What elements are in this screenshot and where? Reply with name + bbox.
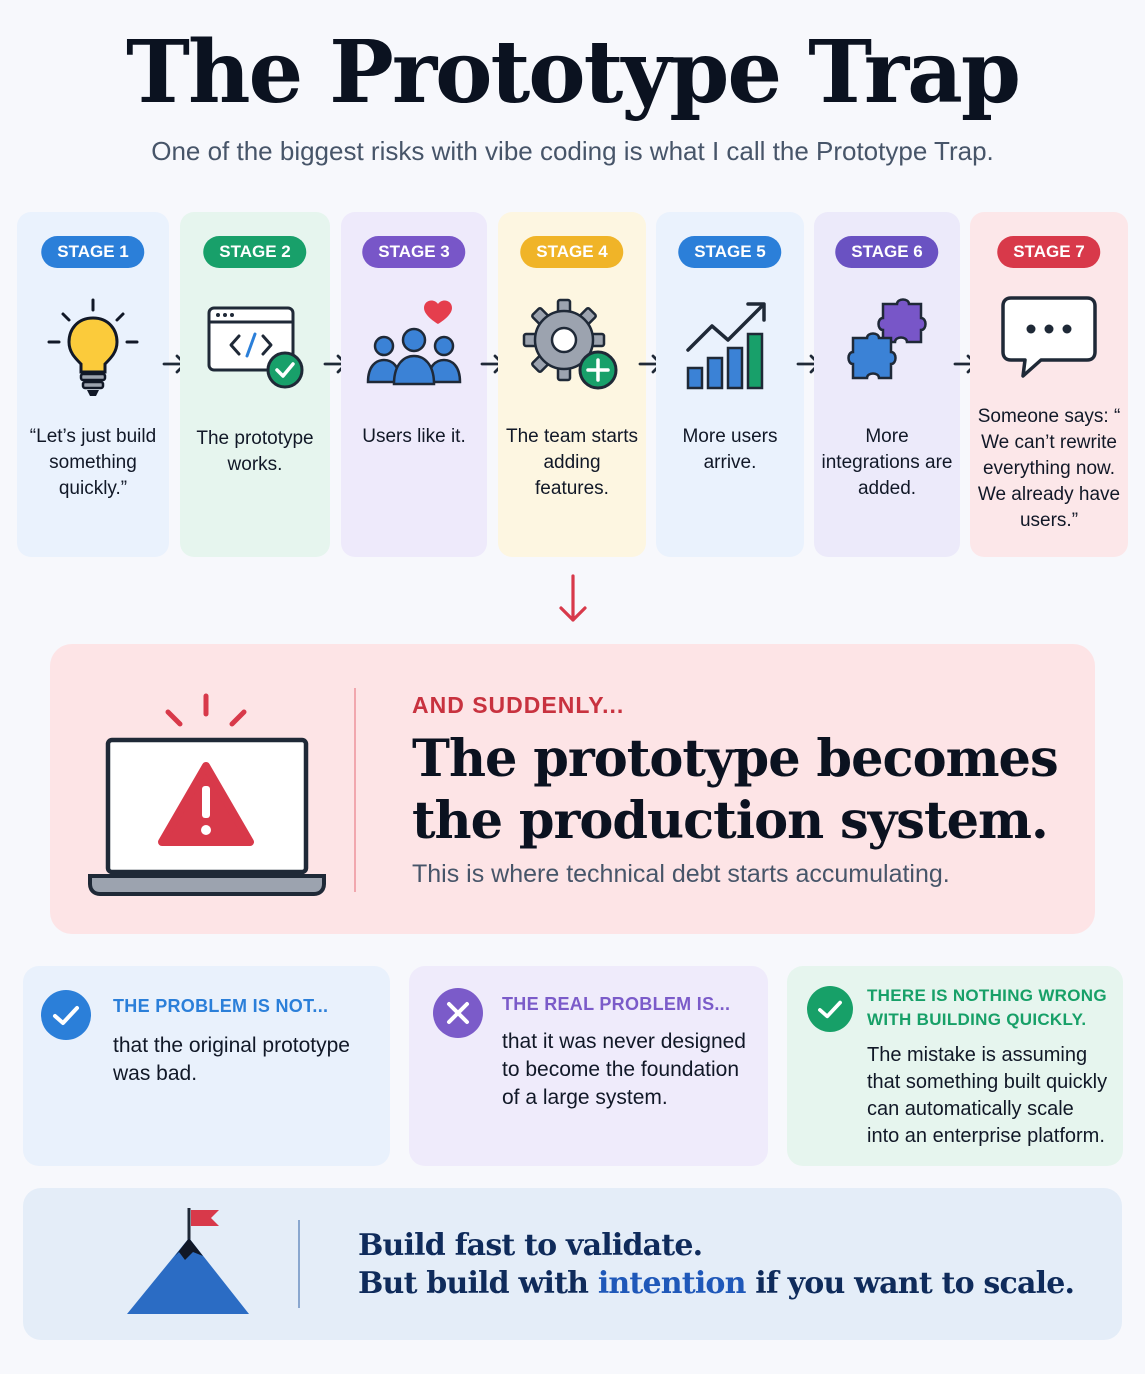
- card-nothing-wrong: THERE IS NOTHING WRONG WITH BUILDING QUI…: [787, 966, 1123, 1166]
- card-real-problem: THE REAL PROBLEM IS... that it was never…: [409, 966, 768, 1166]
- lightbulb-icon: [47, 298, 139, 396]
- sudden-label: AND SUDDENLY...: [412, 692, 625, 718]
- bottom-banner: Build fast to validate. But build with i…: [23, 1188, 1122, 1340]
- divider: [354, 688, 356, 892]
- stage-badge: STAGE 5: [678, 236, 782, 268]
- growth-chart-icon: [686, 302, 766, 390]
- stage-badge: STAGE 7: [997, 236, 1101, 268]
- line2-after: if you want to scale.: [745, 1266, 1075, 1301]
- stage-text: Users like it.: [362, 426, 466, 447]
- mountain-flag-icon: [127, 1208, 249, 1314]
- bottom-line-2: But build with intention if you want to …: [358, 1266, 1075, 1301]
- stage-text: Someone says: “ We can’t rewrite everyth…: [977, 406, 1121, 531]
- laptop-warning-icon: [88, 693, 326, 896]
- gear-plus-icon: [522, 298, 618, 390]
- sudden-panel: AND SUDDENLY... The prototype becomes th…: [50, 644, 1095, 934]
- bottom-line-1: Build fast to validate.: [358, 1228, 703, 1263]
- sudden-subtext: This is where technical debt starts accu…: [412, 860, 950, 888]
- card-text: The mistake is assuming that something b…: [867, 1044, 1108, 1147]
- stage-text: More users arrive.: [682, 426, 778, 473]
- stage-card-2: STAGE 2 The prototype works.: [180, 212, 330, 557]
- headline-line-2: the production system.: [412, 791, 1049, 851]
- users-heart-icon: [366, 300, 462, 386]
- stage-badge: STAGE 6: [835, 236, 939, 268]
- chat-bubble-icon: [1001, 296, 1097, 378]
- stage-card-1: STAGE 1 “Let’s just build something quic…: [17, 212, 169, 557]
- stage-badge: STAGE 1: [41, 236, 145, 268]
- code-window-check-icon: [207, 306, 304, 389]
- line2-before: But build with: [358, 1266, 598, 1301]
- divider: [298, 1220, 300, 1308]
- stage-card-6: STAGE 6 More integrations are added.: [814, 212, 960, 557]
- card-text: that the original prototype was bad.: [113, 1034, 350, 1085]
- puzzle-icon: [847, 298, 927, 380]
- card-label: THE REAL PROBLEM IS...: [502, 994, 731, 1014]
- stage-card-5: STAGE 5 More users arrive.: [656, 212, 804, 557]
- sudden-headline: The prototype becomes the production sys…: [412, 728, 1072, 852]
- card-text: that it was never designed to become the…: [502, 1030, 746, 1109]
- stage-text: More integrations are added.: [821, 426, 953, 499]
- card-label: THE PROBLEM IS NOT...: [113, 996, 329, 1016]
- stage-text: The prototype works.: [196, 428, 314, 475]
- check-circle-icon: [807, 986, 853, 1032]
- arrow-down-icon: [559, 574, 587, 622]
- stage-card-3: STAGE 3 Users like it.: [341, 212, 487, 557]
- stage-text: The team starts adding features.: [506, 426, 638, 499]
- stage-card-4: STAGE 4 The team starts adding features.: [498, 212, 646, 557]
- check-circle-icon: [41, 990, 91, 1040]
- stage-badge: STAGE 4: [520, 236, 624, 268]
- headline-line-1: The prototype becomes: [412, 729, 1059, 789]
- page-subtitle: One of the biggest risks with vibe codin…: [151, 136, 994, 166]
- stage-text: “Let’s just build something quickly.”: [29, 426, 157, 499]
- line2-accent: intention: [597, 1266, 747, 1301]
- card-problem-not: THE PROBLEM IS NOT... that the original …: [23, 966, 390, 1166]
- page-title: The Prototype Trap: [126, 22, 1021, 123]
- card-label: THERE IS NOTHING WRONG WITH BUILDING QUI…: [867, 986, 1107, 1029]
- stage-card-7: STAGE 7 Someone says: “ We can’t rewrite…: [970, 212, 1128, 557]
- stage-badge: STAGE 2: [203, 236, 307, 268]
- stage-badge: STAGE 3: [362, 236, 466, 268]
- x-circle-icon: [433, 988, 483, 1038]
